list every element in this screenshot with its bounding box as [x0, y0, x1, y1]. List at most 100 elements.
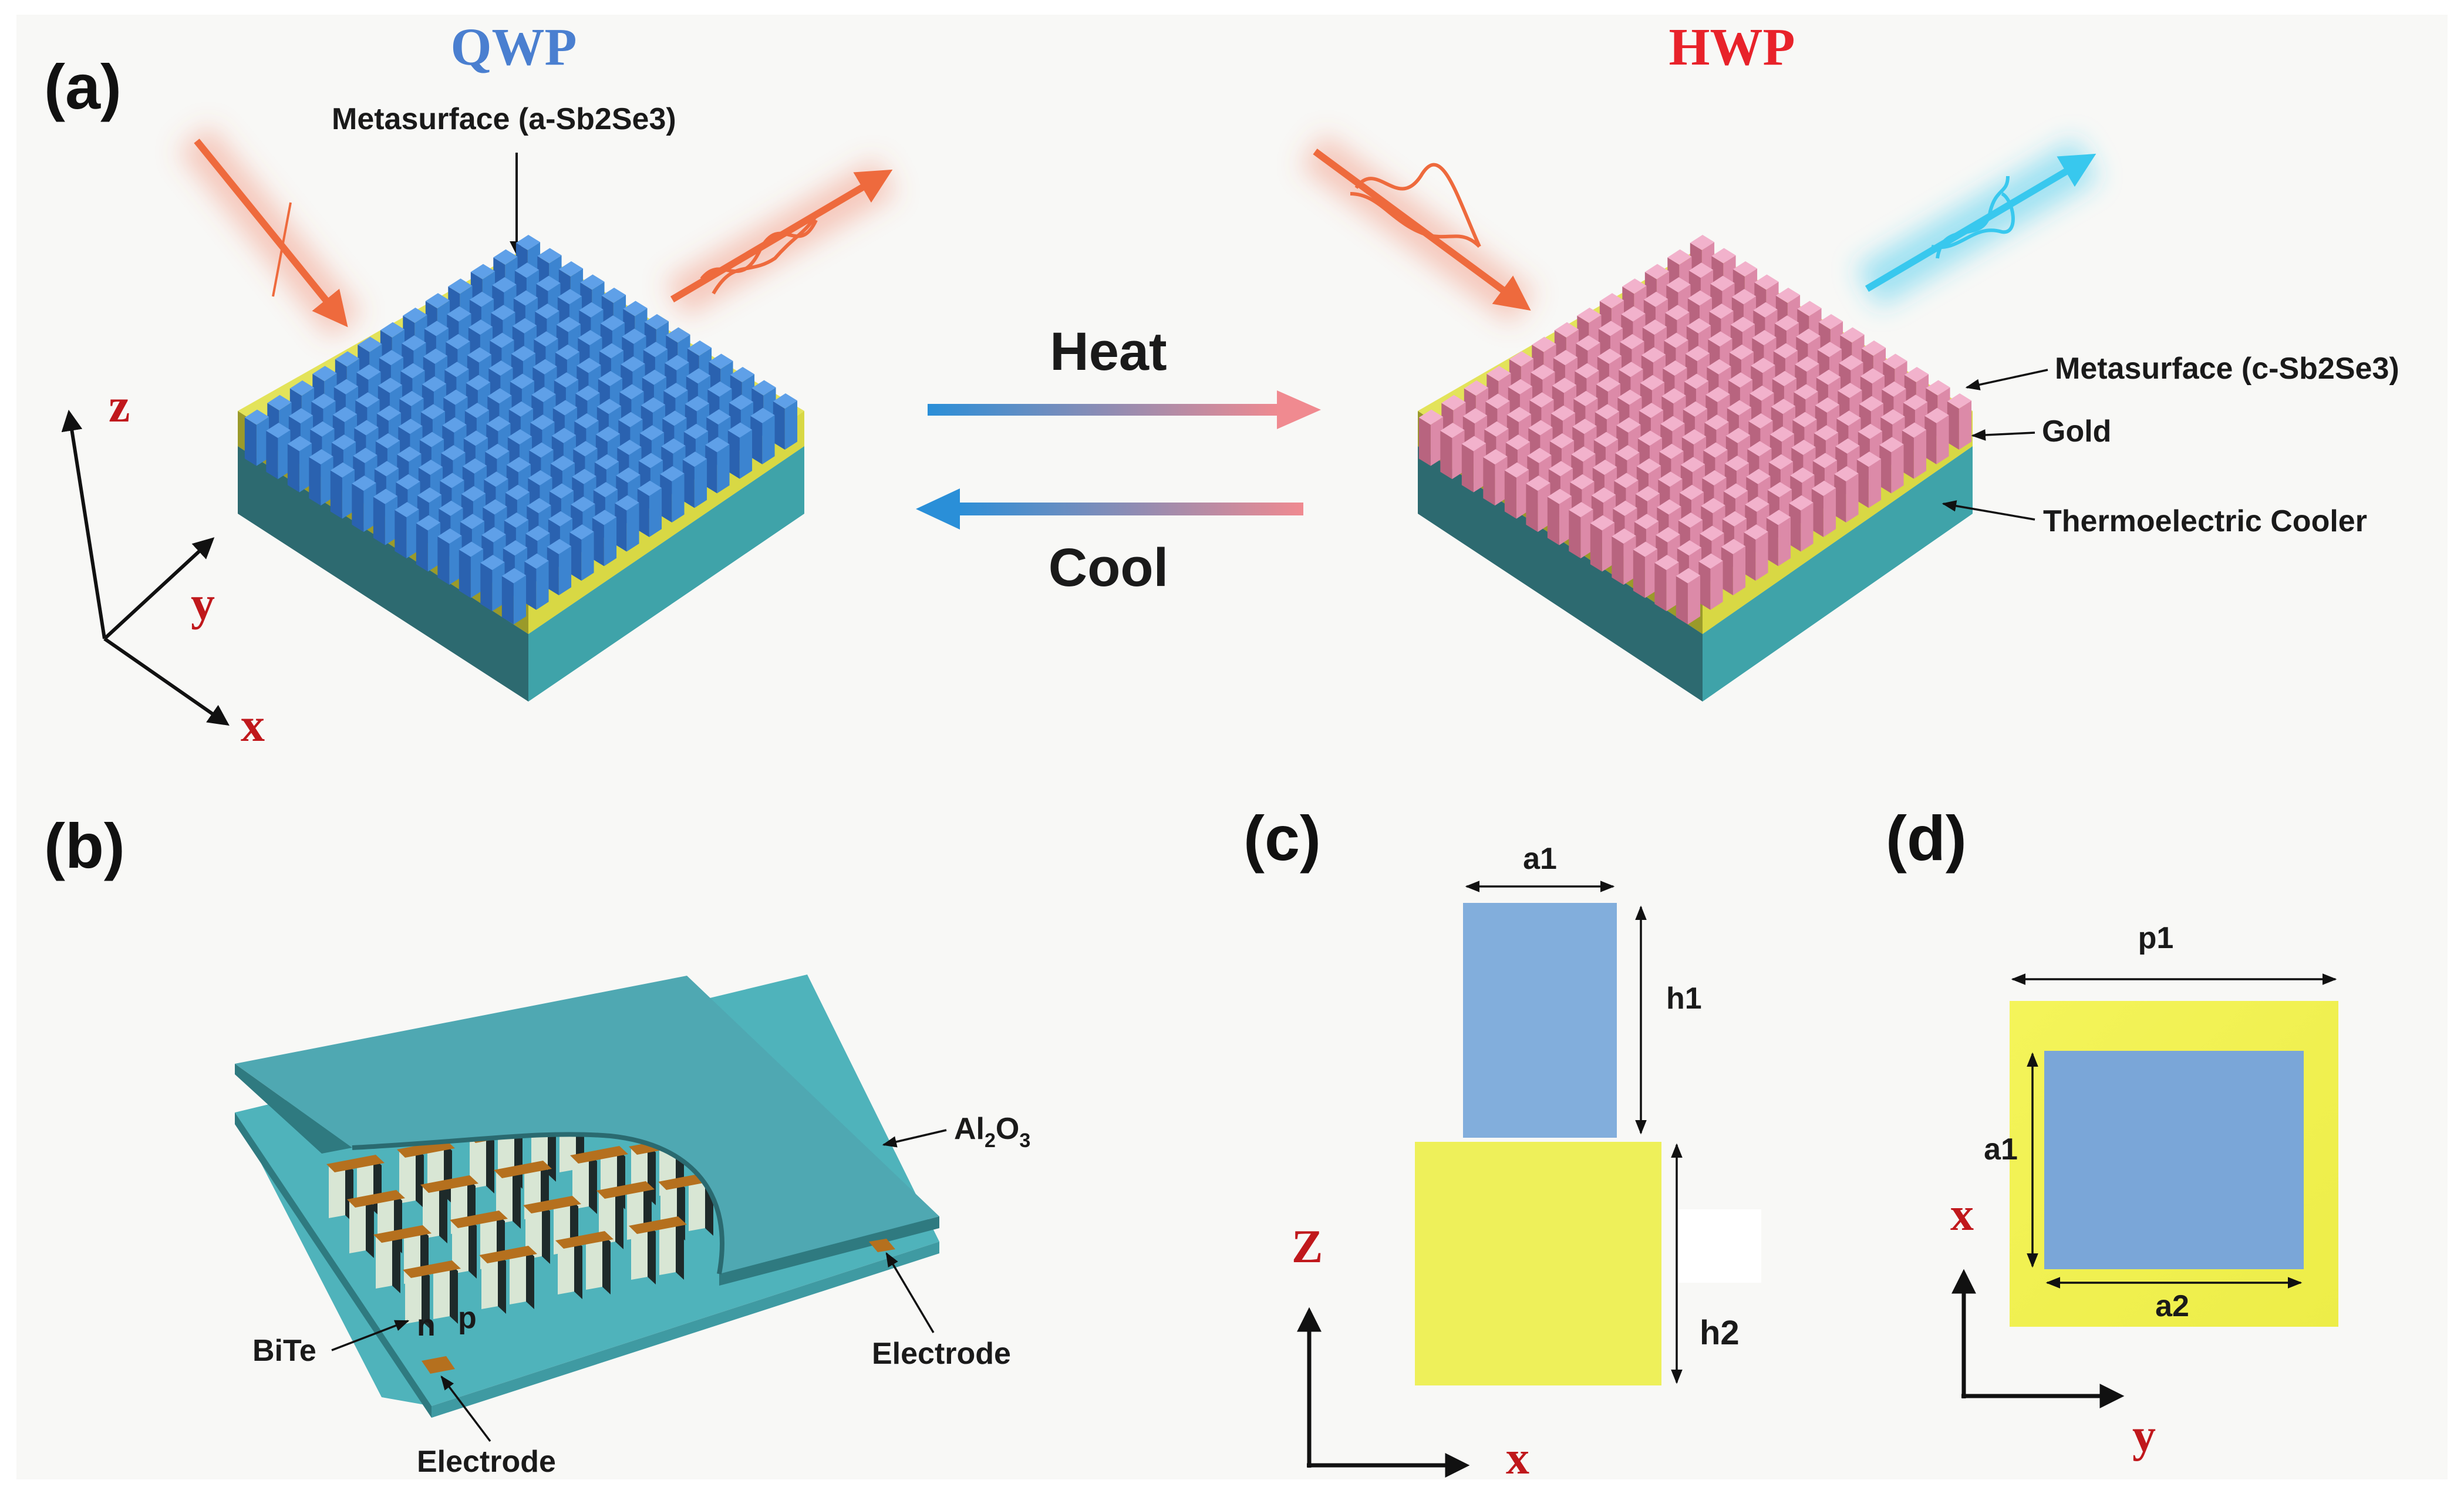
te-leg-side: [615, 1189, 623, 1249]
pillar-top: [1597, 348, 1622, 364]
pillar-top: [709, 353, 733, 369]
pillar-face: [1569, 510, 1581, 559]
pillar-top: [437, 528, 462, 544]
te-leg-front: [510, 1249, 526, 1304]
pillar-top: [1705, 387, 1730, 403]
left-pillar-array: [244, 235, 798, 625]
bottom-plate-edge: [235, 1112, 432, 1418]
pillar-top: [529, 442, 554, 458]
pillar-top: [532, 359, 557, 375]
te-electrode: [450, 1211, 508, 1228]
pillar-top: [1593, 431, 1619, 447]
pillar-top: [665, 355, 689, 370]
te-electrode: [629, 1216, 687, 1234]
pillar-top: [594, 454, 619, 470]
pillar-face: [1710, 561, 1723, 610]
pillar-top: [484, 471, 508, 487]
pillar-top: [512, 318, 537, 333]
pillar-top: [1709, 304, 1734, 319]
pillar-top: [1861, 340, 1886, 356]
c-a1-label: a1: [1523, 842, 1557, 876]
pillar-face: [649, 488, 662, 537]
pillar-face: [604, 517, 617, 567]
pillar-top: [549, 483, 574, 499]
pillar-top: [1485, 393, 1510, 409]
pillar-top: [1575, 363, 1599, 379]
pillar-face: [492, 562, 505, 612]
heat-arrow-head: [1277, 390, 1321, 429]
bottom-electrode-pointer: [440, 1375, 491, 1442]
pillar-top: [352, 476, 376, 491]
pillar-top: [1791, 440, 1816, 456]
pillar-top: [266, 423, 291, 439]
pillar-top: [1504, 462, 1529, 478]
pillar-top: [375, 433, 400, 449]
pillar-top: [569, 524, 594, 540]
pillar-top: [1508, 379, 1533, 395]
te-leg-side: [498, 1253, 506, 1314]
pillar-face: [1644, 548, 1658, 598]
pillar-top: [535, 304, 559, 319]
pillar-face: [1766, 518, 1778, 567]
pillar-top: [420, 404, 446, 420]
bite-label: BiTe: [252, 1334, 316, 1368]
right-metasurface-label: Metasurface (c-Sb2Se3): [2055, 352, 2399, 386]
te-leg-side: [439, 1183, 447, 1243]
pillar-top: [600, 315, 625, 331]
pillar-face: [694, 458, 707, 508]
pillar-top: [707, 381, 732, 397]
d-a1-label: a1: [1984, 1132, 2018, 1166]
pillar-face: [1538, 483, 1550, 532]
pillar-top: [244, 409, 269, 425]
tec-pointer: [1941, 500, 2035, 521]
pillar-top: [1707, 359, 1731, 375]
te-leg-side: [602, 1234, 611, 1294]
pillar-face: [299, 443, 312, 493]
pillar-top: [573, 441, 598, 457]
pillar-top: [463, 430, 488, 446]
pillar-top: [1746, 468, 1771, 484]
pillar-face: [1633, 549, 1645, 598]
pillar-face: [592, 518, 604, 567]
pillar-top: [1860, 368, 1885, 384]
pillar-top: [618, 412, 643, 427]
bottom-electrode-label: Electrode: [417, 1445, 556, 1479]
pillar-top: [501, 568, 527, 584]
pillar-top: [1622, 278, 1647, 294]
pillar-face: [1559, 495, 1572, 545]
pillar-face: [1801, 502, 1814, 552]
pillar-top: [598, 370, 623, 386]
pillar-face: [1744, 532, 1756, 581]
axes-triad-a: z y x: [61, 379, 265, 751]
pillar-top: [1768, 454, 1794, 470]
pillar-top: [773, 393, 798, 409]
pillar-face: [1755, 531, 1768, 581]
pillar-top: [2044, 1051, 2304, 1269]
pillar-top: [547, 539, 572, 555]
side-mask: [1676, 1209, 1761, 1283]
pillar-face: [244, 417, 257, 466]
pillar-face: [1868, 458, 1882, 508]
pillar-top: [330, 462, 355, 478]
pillar-top: [1667, 249, 1692, 265]
pillar-top: [685, 396, 710, 412]
pillar-face: [1452, 430, 1465, 480]
pillar-face: [1959, 400, 1972, 450]
pillar-top: [1441, 395, 1466, 410]
te-electrode: [479, 1246, 537, 1263]
pillar-top: [402, 335, 426, 351]
pillar-top: [487, 388, 512, 404]
pillar-top: [1547, 488, 1572, 504]
pillar-top: [1883, 353, 1907, 369]
pillar-top: [486, 416, 511, 431]
axis-x-label: x: [241, 698, 265, 751]
pillar-face: [1483, 457, 1495, 506]
pillar-top: [1818, 314, 1843, 330]
te-leg-front: [452, 1218, 468, 1274]
pillar-top: [1462, 408, 1488, 424]
pillar-top: [687, 340, 712, 356]
left-device: [238, 235, 804, 702]
pillar-top: [419, 431, 444, 447]
pillar-top: [1698, 553, 1723, 569]
pillar-top: [267, 395, 292, 410]
